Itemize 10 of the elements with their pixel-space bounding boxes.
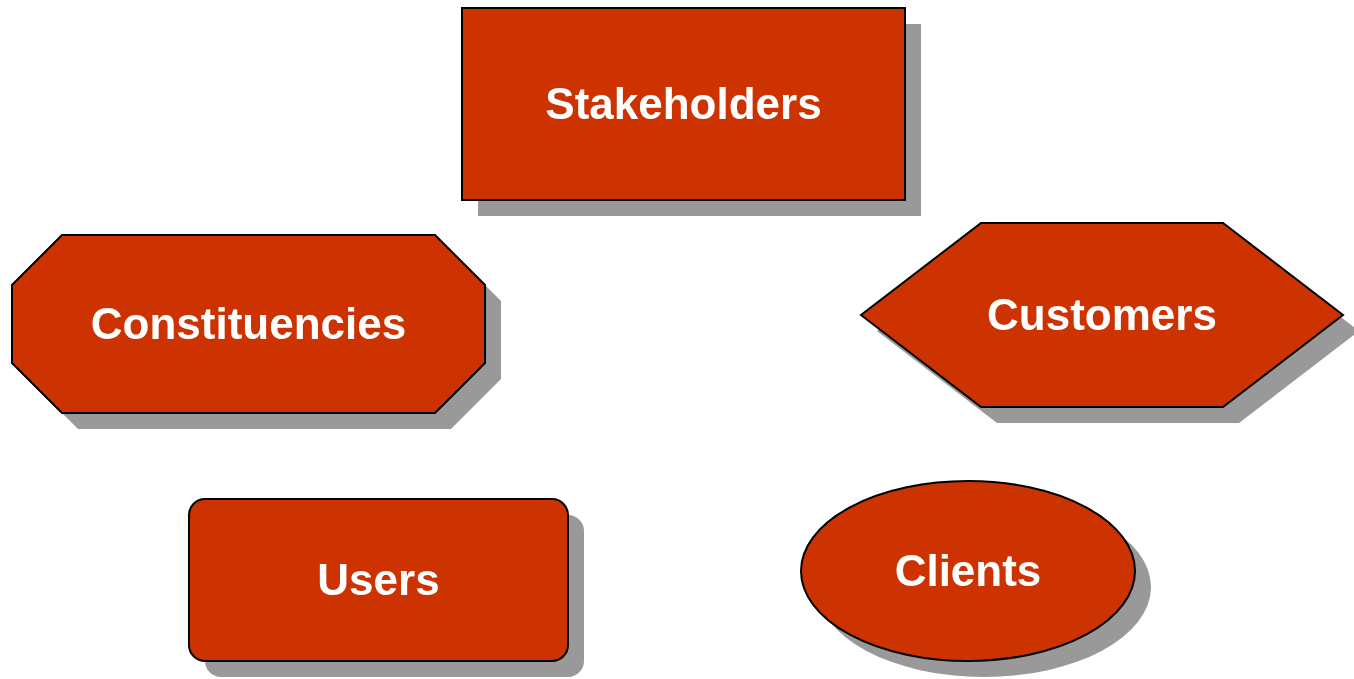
rectangle-node [462, 8, 921, 216]
node-label: Stakeholders [545, 79, 822, 129]
node-label: Users [317, 555, 440, 605]
ellipse-node [801, 481, 1151, 677]
hexagon-node [861, 223, 1354, 423]
node-label: Constituencies [90, 299, 407, 349]
rounded-rectangle-node [189, 499, 584, 677]
octagon-node [12, 235, 501, 429]
node-label: Clients [894, 546, 1042, 596]
node-label: Customers [987, 290, 1217, 340]
